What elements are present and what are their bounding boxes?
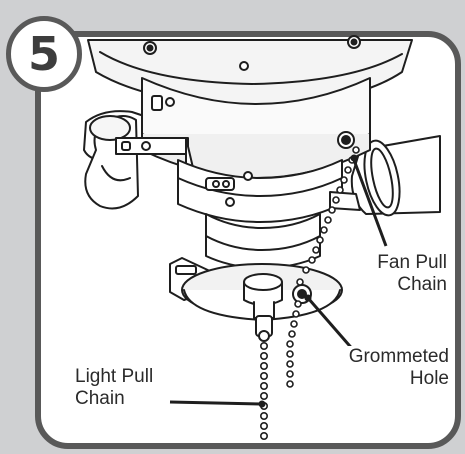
label-fan-pull-chain-line2: Chain: [397, 274, 447, 295]
label-grommeted-hole: Grommeted Hole: [344, 346, 450, 390]
fan-pull-chain: [286, 146, 360, 388]
label-grommeted-hole-line1: Grommeted: [348, 346, 449, 367]
blade-arm-right-end: [363, 139, 401, 217]
label-grommeted-hole-line2: Hole: [409, 368, 449, 389]
label-light-pull-chain-line2: Chain: [75, 388, 125, 409]
label-fan-pull-chain: Fan Pull Chain: [360, 252, 448, 296]
fan-drawing: [83, 35, 441, 342]
leader-light-pull-chain: [169, 400, 263, 406]
label-light-pull-chain-line1: Light Pull: [75, 366, 154, 387]
step-number-badge: 5: [6, 16, 82, 92]
light-pull-chain: [259, 341, 268, 440]
leader-fan-pull-chain: [352, 159, 388, 247]
label-fan-pull-chain-line1: Fan Pull: [377, 252, 447, 273]
label-light-pull-chain: Light Pull Chain: [74, 366, 168, 410]
